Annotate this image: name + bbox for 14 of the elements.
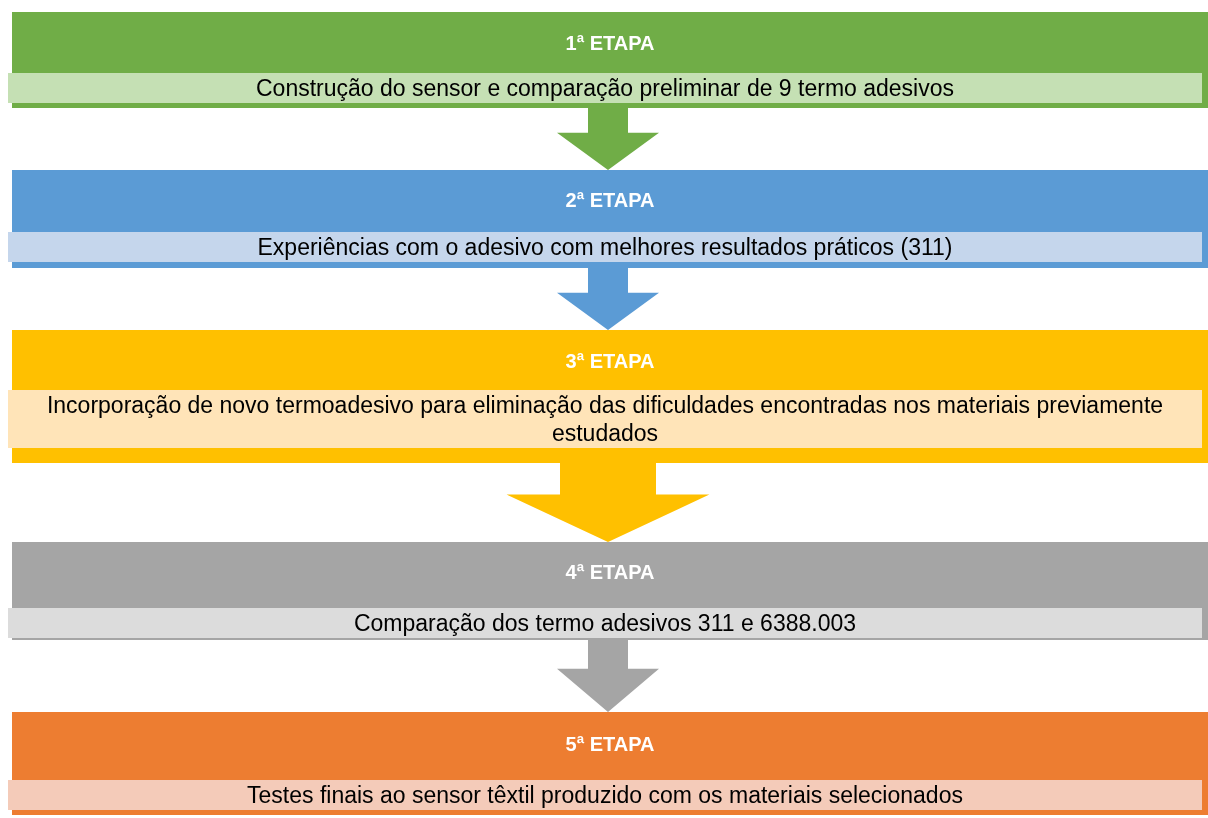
- stage-heading: 3ª ETAPA: [564, 349, 656, 374]
- stage-heading: 2ª ETAPA: [564, 188, 656, 213]
- stage-heading: 4ª ETAPA: [564, 560, 656, 585]
- stage-description: Incorporação de novo termoadesivo para eliminação das dificuldades encontradas nos materiais previamente estudados: [8, 390, 1202, 448]
- block-arrow: [557, 640, 659, 712]
- stage-description: Construção do sensor e comparação preliminar de 9 termo adesivos: [8, 73, 1202, 103]
- stage-description: Testes finais ao sensor têxtil produzido com os materiais selecionados: [8, 780, 1202, 810]
- stage-heading: 5ª ETAPA: [564, 732, 656, 757]
- stage-heading: 1ª ETAPA: [564, 31, 656, 56]
- block-arrow: [557, 108, 659, 170]
- stage-description: Experiências com o adesivo com melhores resultados práticos (311): [8, 232, 1202, 262]
- stage-description: Comparação dos termo adesivos 311 e 6388.003: [8, 608, 1202, 638]
- block-arrow: [506, 463, 710, 542]
- block-arrow: [557, 268, 659, 330]
